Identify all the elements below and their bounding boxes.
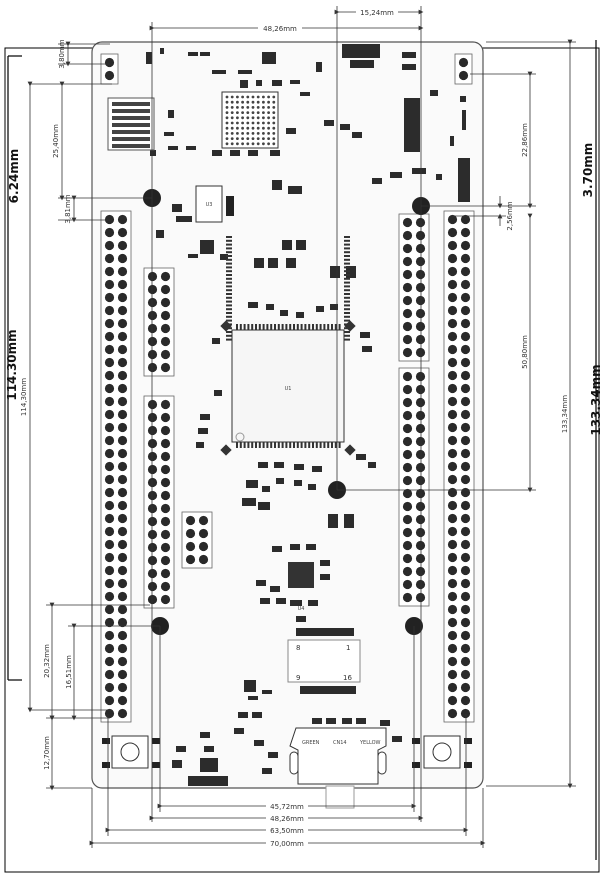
top-right-jumper — [454, 53, 473, 85]
dim-bottom-3: 63,50mm — [270, 827, 304, 835]
mid-connector: 8 1 9 16 — [287, 639, 361, 683]
conn-pin-8: 8 — [296, 644, 300, 652]
top-left-jumper — [100, 53, 119, 85]
dim-right-small: 2,56mm — [506, 201, 514, 230]
ic-small-label: U4 — [298, 606, 305, 612]
left-inner-header-1 — [143, 267, 175, 377]
dim-right-upper: 22,86mm — [521, 123, 529, 157]
edge-label-right-1: 3.70mm — [581, 143, 595, 198]
chip-left-label: U3 — [206, 202, 213, 208]
dim-bottom-4: 70,00mm — [270, 840, 304, 848]
conn-pin-1: 1 — [346, 644, 350, 652]
small-ic: U4 — [288, 562, 314, 612]
left-chip: U3 — [195, 185, 234, 223]
dim-bottom-1: 45,72mm — [270, 803, 304, 811]
conn-pin-16: 16 — [343, 674, 352, 682]
dim-left-bottom-2: 16,51mm — [65, 655, 73, 689]
usb-label-right: YELLOW — [359, 740, 381, 746]
usb-label-left: GREEN — [302, 740, 320, 746]
edge-brackets — [7, 40, 597, 860]
dim-right-overall: 133,34mm — [561, 395, 569, 433]
pin-headers — [100, 53, 475, 723]
bga-chip — [221, 91, 279, 149]
dimension-lines — [27, 6, 576, 848]
usb-connector: GREEN CN14 YELLOW — [289, 727, 387, 809]
usb-label-mid: CN14 — [333, 740, 347, 746]
left-top-connector — [107, 97, 155, 151]
dim-bottom-2: 48,26mm — [270, 815, 304, 823]
edge-label-left-2: 114.30mm — [5, 329, 19, 400]
push-button-left — [102, 735, 160, 769]
dim-left-overall: 114,30mm — [20, 378, 28, 416]
push-button-right — [412, 735, 472, 769]
dimension-labels: 48,26mm 15,24mm 3,80mm 25,40mm 3,81mm 11… — [5, 6, 603, 848]
edge-label-left-1: 6.24mm — [7, 149, 21, 204]
smd-components — [132, 44, 470, 786]
left-inner-header-2 — [143, 395, 175, 609]
dim-top-connector: 15,24mm — [360, 9, 394, 17]
dim-top-width: 48,26mm — [263, 25, 297, 33]
mid-small-header — [181, 511, 213, 569]
right-inner-header-2 — [398, 367, 430, 607]
dim-left-bottom-3: 12,70mm — [43, 736, 51, 770]
main-ic: U1 — [220, 236, 356, 456]
conn-pin-9: 9 — [296, 674, 300, 682]
dim-left-vertical-2: 3,81mm — [64, 194, 72, 223]
dim-left-top-hole: 3,80mm — [58, 39, 66, 68]
dim-left-vertical-1: 25,40mm — [52, 124, 60, 158]
left-outer-header — [100, 210, 132, 723]
ic-main-label: U1 — [285, 386, 292, 392]
edge-label-right-2: 133.34mm — [589, 364, 603, 435]
dim-left-bottom-1: 20,32mm — [43, 644, 51, 678]
right-inner-header-1 — [398, 213, 430, 362]
dim-right-mid: 50,80mm — [521, 335, 529, 369]
right-outer-header — [443, 210, 475, 723]
